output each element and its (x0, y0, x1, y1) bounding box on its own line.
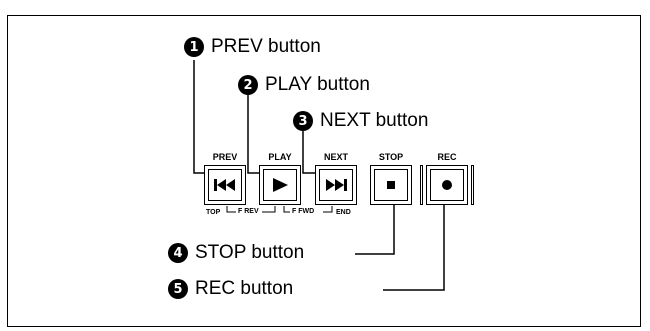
callout-label-next: NEXT button (320, 110, 429, 131)
play-label: PLAY (268, 152, 292, 162)
bracket-top-frev (226, 206, 236, 213)
bracket-play-ffwd (283, 206, 290, 213)
callout-number-5: 5 (168, 279, 188, 299)
rec-button[interactable] (426, 165, 468, 205)
prev-label: PREV (212, 152, 238, 162)
leader-line-rec (383, 203, 445, 291)
rec-right-bar (471, 165, 474, 205)
callout-next: 3 NEXT button (293, 111, 428, 131)
stop-button[interactable] (370, 165, 412, 205)
stop-label: STOP (378, 152, 404, 162)
rec-label: REC (437, 152, 457, 162)
callout-stop: 4 STOP button (168, 243, 304, 263)
callout-number-3: 3 (293, 111, 313, 131)
sublabel-top: TOP (206, 209, 221, 216)
bracket-ffwd-end (323, 206, 333, 213)
callout-label-stop: STOP button (195, 242, 305, 263)
callout-play: 2 PLAY button (238, 75, 370, 95)
diagram-frame (7, 15, 641, 327)
leader-line-stop (355, 203, 395, 255)
sublabel-f-fwd: F FWD (292, 208, 315, 215)
leader-line-next (302, 131, 316, 174)
callout-label-rec: REC button (195, 278, 294, 299)
callout-rec: 5 REC button (168, 279, 293, 299)
play-icon (273, 178, 288, 192)
callout-label-prev: PREV button (211, 36, 321, 57)
callout-number-1: 1 (184, 37, 204, 57)
leader-line-prev (193, 60, 204, 174)
next-label: NEXT (323, 152, 348, 162)
play-button[interactable] (259, 165, 301, 205)
callout-label-play: PLAY button (265, 74, 370, 95)
previous-track-icon (214, 179, 235, 191)
bracket-frev-play (262, 206, 276, 213)
leader-line-play (247, 95, 261, 174)
callout-number-2: 2 (238, 75, 258, 95)
next-button[interactable] (315, 165, 357, 205)
stop-icon (387, 181, 395, 189)
callout-number-4: 4 (168, 243, 188, 263)
next-track-icon (326, 179, 347, 191)
prev-button[interactable] (204, 165, 246, 205)
sublabel-end: END (336, 209, 351, 216)
callout-prev: 1 PREV button (184, 37, 321, 57)
record-icon (442, 180, 452, 190)
rec-left-bar (420, 165, 423, 205)
sublabel-f-rev: F REV (238, 208, 259, 215)
